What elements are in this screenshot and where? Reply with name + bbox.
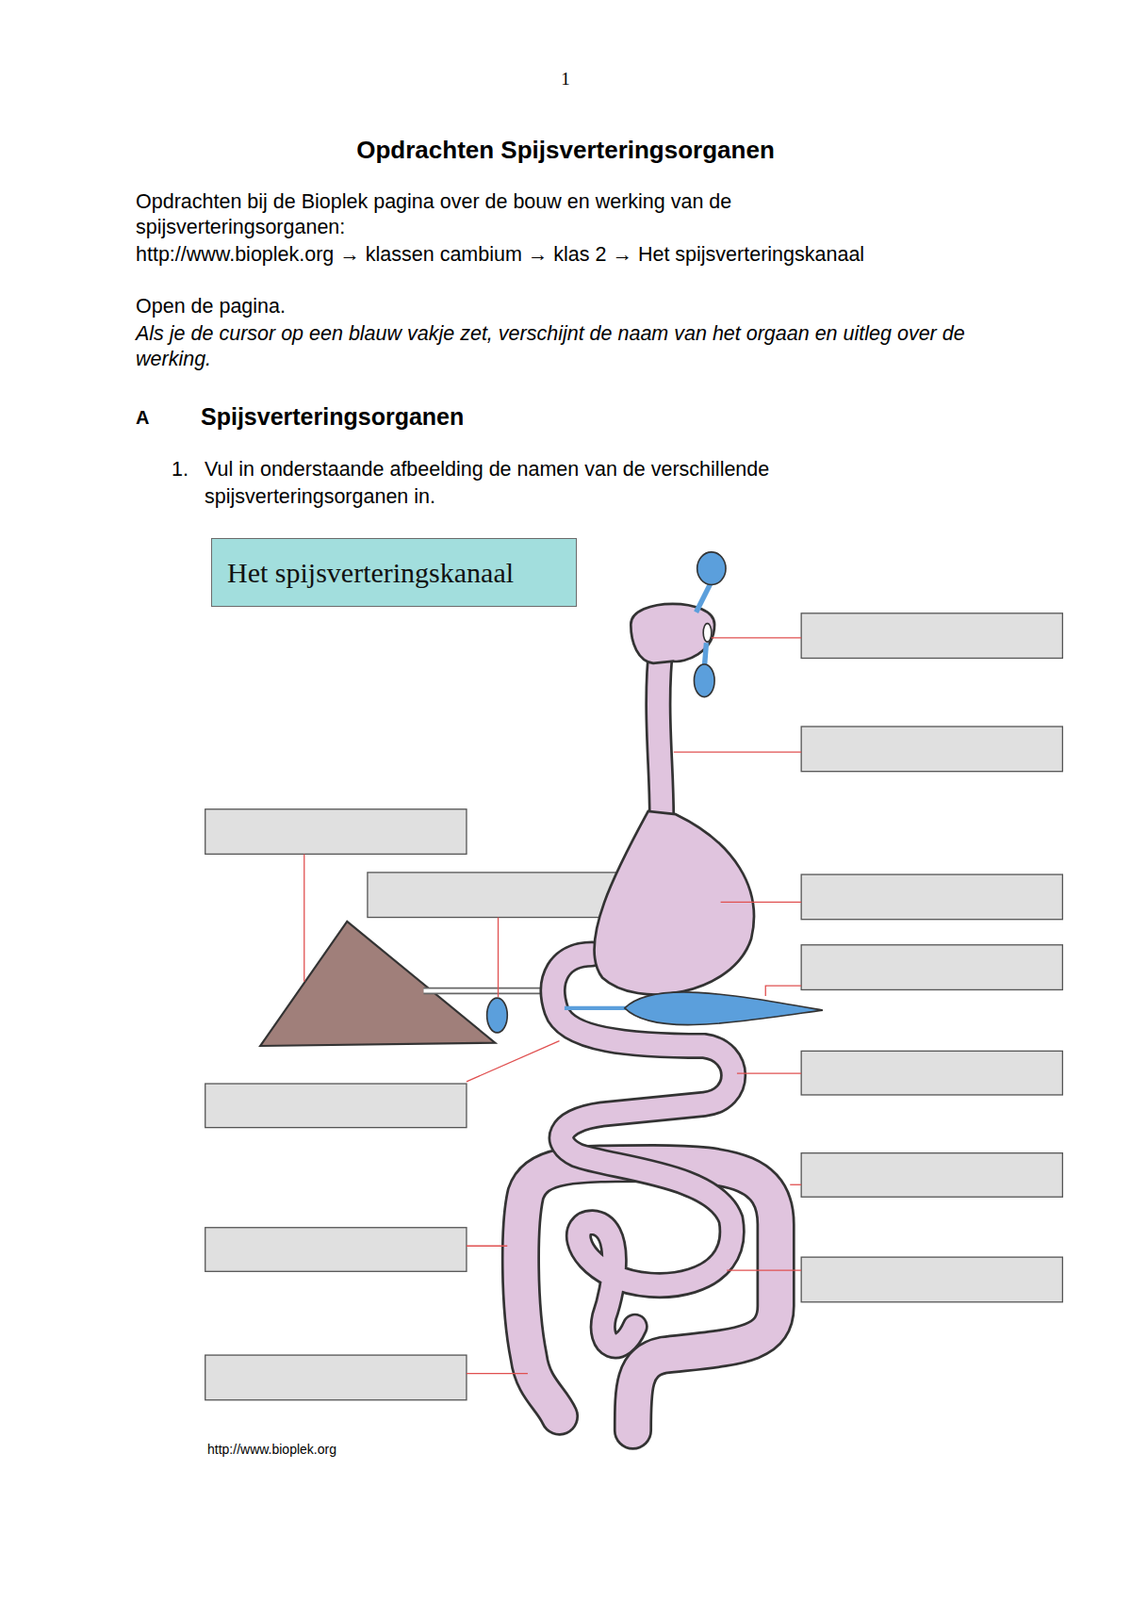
intro-text: Opdrachten bij de Bioplek pagina over de… [135, 189, 834, 241]
mouth-join [661, 647, 674, 660]
gallbladder [487, 998, 509, 1033]
question-text: Vul in onderstaande afbeelding de namen … [204, 456, 921, 511]
salivary-glands [693, 552, 726, 698]
url-path: http://www.bioplek.org → klassen cambium… [135, 242, 865, 268]
hint-text: Als je de cursor op een blauw vakje zet,… [135, 321, 1013, 373]
bile-duct [423, 990, 559, 992]
stomach [593, 811, 754, 996]
mouth [630, 604, 715, 664]
box-title: Het spijsverteringskanaal [212, 557, 529, 590]
esophagus [657, 642, 662, 832]
section-letter: A [135, 403, 149, 432]
instruction: Open de pagina. [135, 294, 286, 320]
pancreas [624, 992, 823, 1026]
liver [260, 921, 495, 1047]
footer-url: http://www.bioplek.org [207, 1441, 337, 1459]
section-heading: Spijsverteringsorganen [200, 402, 464, 431]
pancreatic-duct [564, 1006, 628, 1011]
answer-boxes [205, 613, 1064, 1401]
title-box: Het spijsverteringskanaal [211, 538, 577, 607]
page-title: Opdrachten Spijsverteringsorganen [0, 135, 1131, 164]
question-number: 1. [171, 456, 189, 484]
leader-lines [304, 638, 802, 1375]
page-number: 1 [527, 67, 604, 91]
